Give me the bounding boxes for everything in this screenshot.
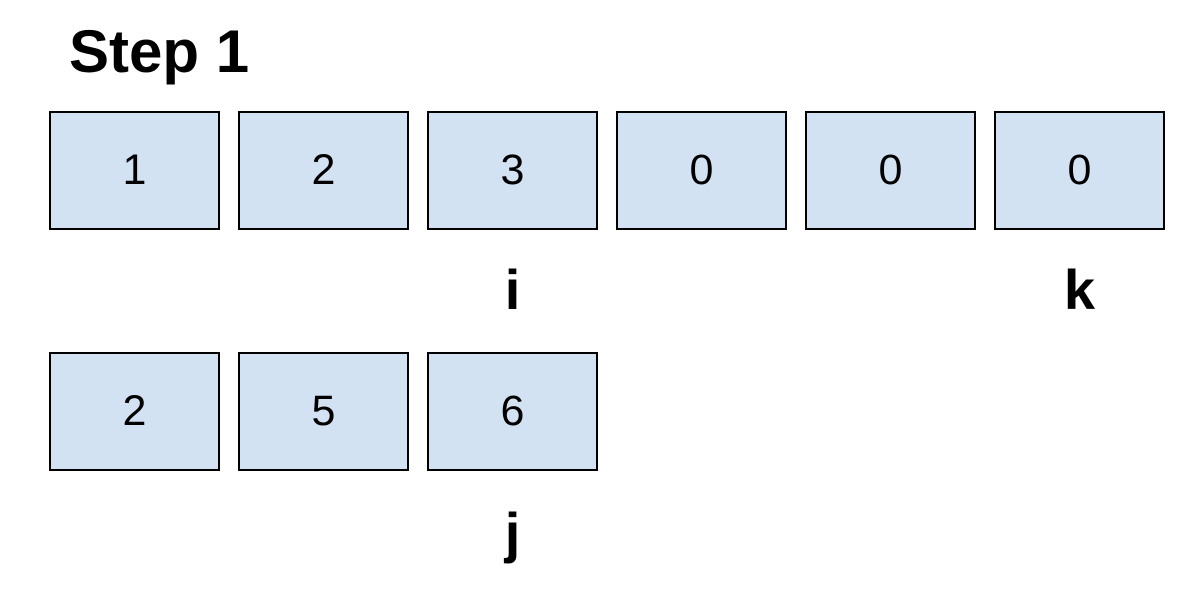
cell-value: 5 [311, 387, 336, 435]
array-cell: 0 [616, 111, 787, 230]
cell-value: 3 [500, 146, 525, 194]
pointer-spacer [805, 262, 976, 318]
top-pointer-row: i k [49, 262, 1165, 318]
cell-value: 0 [878, 146, 903, 194]
array-cell: 2 [49, 352, 220, 471]
pointer-spacer [49, 262, 220, 318]
cell-value: 0 [1067, 146, 1092, 194]
array-cell: 6 [427, 352, 598, 471]
array-cell: 0 [994, 111, 1165, 230]
array-cell: 0 [805, 111, 976, 230]
array-cell: 2 [238, 111, 409, 230]
cell-value: 0 [689, 146, 714, 194]
cell-value: 1 [122, 146, 147, 194]
pointer-i-label: i [504, 258, 521, 321]
pointer-spacer [616, 262, 787, 318]
cell-value: 2 [311, 146, 336, 194]
array-cell: 1 [49, 111, 220, 230]
pointer-j-label: j [504, 501, 521, 564]
cell-value: 2 [122, 387, 147, 435]
top-array-row: 1 2 3 0 0 0 [49, 111, 1165, 230]
pointer-spacer [238, 505, 409, 561]
cell-value: 6 [500, 387, 525, 435]
pointer-spacer [238, 262, 409, 318]
bottom-array-row: 2 5 6 [49, 352, 598, 471]
step-title: Step 1 [69, 18, 250, 85]
array-cell: 3 [427, 111, 598, 230]
bottom-pointer-row: j [49, 505, 598, 561]
pointer-k-label: k [1063, 258, 1096, 321]
pointer-spacer [49, 505, 220, 561]
array-cell: 5 [238, 352, 409, 471]
